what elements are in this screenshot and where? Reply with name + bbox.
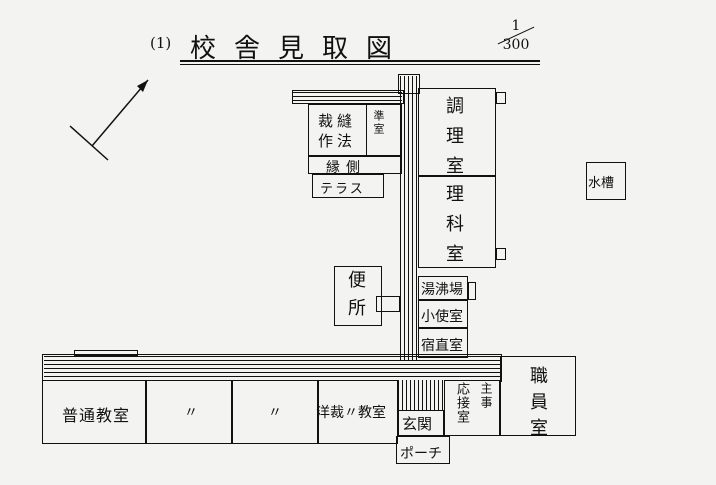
water-tank [586, 162, 626, 200]
scale-label: 1 300 [488, 18, 544, 58]
title-number: (1) [150, 34, 172, 52]
main-corridor-outline [42, 354, 502, 382]
room-shokuin-label: 職員室 [527, 366, 548, 444]
room-yosai-label: 洋裁〃教室 [316, 405, 386, 421]
room-engawa-label: 縁側 [326, 160, 366, 176]
water-tank-label: 水槽 [588, 176, 615, 191]
room-genkan [398, 410, 444, 436]
title-underline-thin [180, 64, 540, 65]
room-porch-label: ポーチ [400, 446, 442, 462]
yudoba-annex [468, 282, 476, 300]
room-shobenshitsu [418, 300, 468, 328]
scale-numerator: 1 [511, 18, 521, 34]
page-title: 校舎見取図 [190, 34, 411, 64]
room-osetsu [444, 380, 500, 436]
room-ditto2 [232, 380, 318, 444]
benjo-connector [376, 296, 400, 312]
corridor-bump [74, 350, 138, 356]
room-osetsu-label: 応接室 [454, 382, 469, 424]
title-underline [180, 60, 540, 62]
room-ditto1-label: 〃 [184, 405, 198, 421]
room-yudoba-label: 湯沸場 [421, 282, 463, 298]
room-shuji-label: 主事 [479, 382, 493, 410]
room-yudoba [418, 276, 468, 300]
room-rika-label: 理科室 [443, 184, 464, 274]
main-corridor [44, 356, 500, 380]
room-shokuin [500, 356, 576, 436]
room-futsu-label: 普通教室 [62, 406, 131, 425]
room-terrace [312, 174, 384, 198]
corridor-top [398, 74, 420, 94]
room-ditto2-label: 〃 [268, 405, 282, 421]
room-benjo-label: 便所 [345, 270, 366, 326]
room-ditto1 [146, 380, 232, 444]
room-shukuchoku-label: 宿直室 [421, 338, 463, 354]
room-chori [418, 88, 496, 176]
vertical-corridor [400, 76, 418, 360]
upper-corridor [292, 92, 402, 104]
entrance-hatch [398, 380, 444, 410]
room-saiho-label: 裁縫 [318, 112, 357, 130]
room-junbishitsu-label: 準室 [372, 110, 385, 136]
room-futsu [42, 380, 146, 444]
room-yosai [318, 380, 398, 444]
room-genkan-label: 玄関 [402, 415, 433, 433]
room-porch [396, 436, 450, 464]
rika-chimney [496, 248, 506, 260]
room-shobenshitsu-label: 小使室 [421, 309, 463, 325]
room-terrace-label: テラス [320, 182, 365, 197]
room-chori-label: 調理室 [443, 96, 464, 186]
room-rika [418, 176, 496, 268]
chori-chimney [496, 92, 506, 104]
room-saiho2-label: 作法 [318, 132, 357, 150]
scale-denominator: 300 [502, 37, 530, 53]
